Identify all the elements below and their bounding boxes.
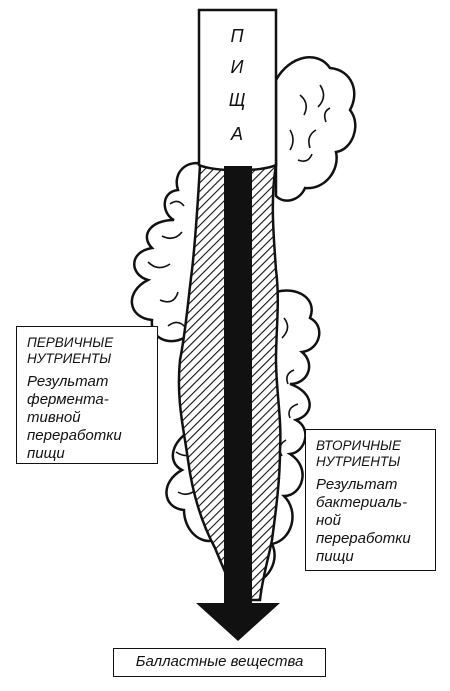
intestine-loop-right-upper bbox=[274, 56, 357, 202]
food-letter-4: А bbox=[230, 124, 243, 144]
primary-nutrients-box: ПЕРВИЧНЫЕ НУТРИЕНТЫ Результат фермента- … bbox=[16, 326, 158, 464]
secondary-nutrients-box: ВТОРИЧНЫЕ НУТРИЕНТЫ Результат бактериаль… bbox=[305, 429, 436, 571]
food-letter-1: П bbox=[230, 26, 244, 46]
secondary-nutrients-title: ВТОРИЧНЫЕ НУТРИЕНТЫ bbox=[316, 438, 402, 469]
digestion-arrow-shaft bbox=[224, 166, 252, 606]
intestine-folds-right-upper bbox=[289, 84, 331, 162]
primary-nutrients-description: Результат фермента- тивной переработки п… bbox=[27, 373, 122, 462]
digestion-arrow-head bbox=[196, 603, 280, 641]
primary-nutrients-title: ПЕРВИЧНЫЕ НУТРИЕНТЫ bbox=[27, 335, 114, 366]
food-letter-2: И bbox=[230, 57, 244, 77]
food-letter-3: Щ bbox=[228, 90, 246, 110]
secondary-nutrients-description: Результат бактериаль- ной переработки пи… bbox=[316, 476, 411, 565]
ballast-substances-label: Балластные вещества bbox=[113, 648, 326, 677]
